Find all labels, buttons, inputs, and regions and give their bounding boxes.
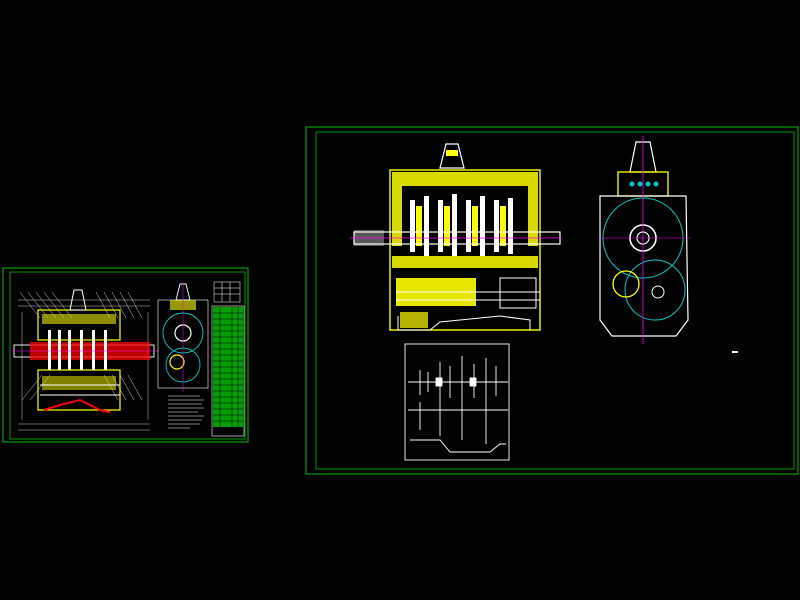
large-housing-outline [389,169,541,331]
large-assembly-sheet [305,126,799,475]
small-sump [43,398,111,413]
large-sheet-outer-frame [305,126,799,475]
small-longitudinal-section [12,289,158,413]
large-sheet-mark [732,351,738,353]
small-end-view [157,282,209,392]
large-lower-shaft [396,291,540,301]
large-top-cover [439,143,465,169]
schematic-gears [419,356,497,444]
large-transmission-schematic [404,343,510,461]
small-assembly-sheet [2,267,249,443]
large-housing-mid-wall [392,256,538,268]
small-lower-shaft [40,384,120,396]
small-parts-table-rows [213,307,243,427]
small-parts-table-frame [211,305,245,437]
large-sump-yellow [400,312,428,328]
schematic-base [410,439,506,453]
schematic-mark-2 [469,377,477,387]
small-parts-table [211,305,245,437]
small-sheet-outer-frame [2,267,249,443]
large-end-lower-gear [624,259,686,321]
schematic-mark-1 [435,377,443,387]
small-housing-fill-bottom [42,376,116,390]
large-housing-top-wall [392,172,538,186]
small-title-block-sketch [213,281,241,303]
large-end-housing [599,195,689,337]
small-top-cover [69,289,87,311]
large-sheet-inner-frame [315,131,795,470]
large-sump-outline [397,315,531,331]
large-top-cover-cap [446,150,458,156]
small-section-leader-lines [18,291,150,431]
small-end-lower-bore [169,354,185,370]
large-housing-lower-right [499,277,537,309]
small-technical-notes [168,395,204,429]
large-end-flange-bolts [629,181,659,187]
large-end-lower-hub [612,270,640,298]
large-housing-right-wall [528,186,538,246]
large-longitudinal-section [350,143,562,331]
small-housing-fill-top [42,314,116,324]
large-end-view [598,136,690,344]
large-gear-highlights [416,206,506,246]
small-gear-teeth [48,330,107,370]
large-end-lower-bore [651,285,665,299]
large-gear-stack [410,194,513,256]
schematic-frame [404,343,510,461]
small-housing-lower [37,369,121,411]
small-sheet-inner-frame [9,271,246,440]
large-housing-left-wall [392,186,402,246]
